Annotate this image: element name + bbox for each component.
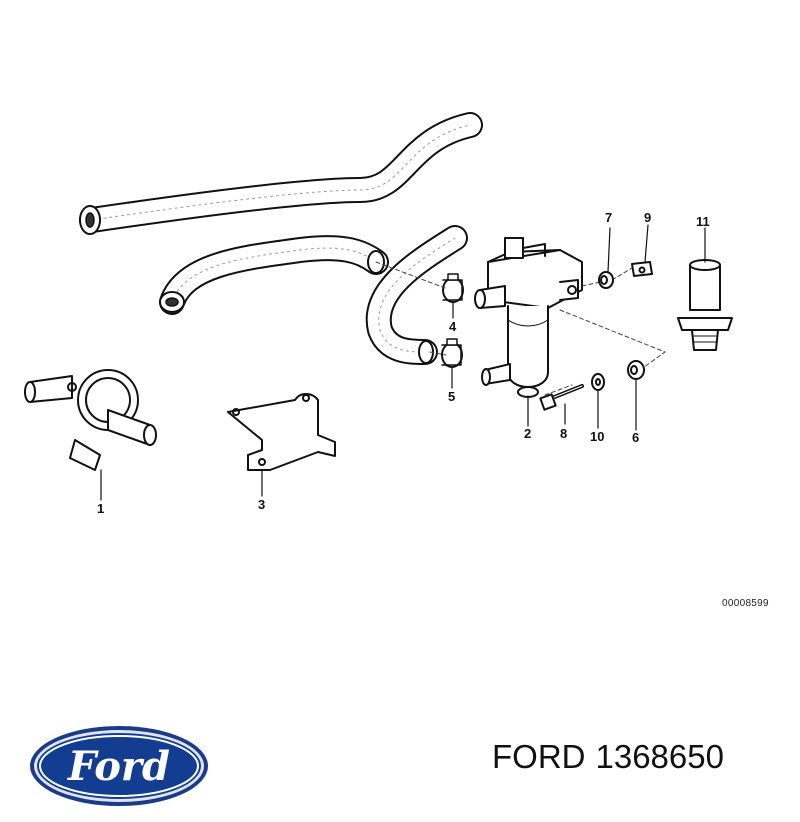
callout-6: 6 bbox=[632, 430, 639, 445]
lower-hose bbox=[365, 225, 468, 365]
clip-nut bbox=[631, 261, 653, 277]
callout-10: 10 bbox=[590, 429, 604, 444]
upper-hose bbox=[79, 112, 483, 235]
bolt bbox=[539, 384, 584, 411]
logo-wordmark: Ford bbox=[67, 743, 170, 790]
water-valve bbox=[24, 369, 157, 471]
callout-9: 9 bbox=[644, 210, 651, 225]
callout-2: 2 bbox=[524, 426, 531, 441]
hose-clamp-upper bbox=[442, 273, 464, 303]
callout-8: 8 bbox=[560, 426, 567, 441]
brand-name: FORD bbox=[492, 738, 586, 775]
callout-leaders bbox=[100, 224, 706, 501]
callout-4: 4 bbox=[449, 319, 457, 334]
parts-diagram: 1 2 3 4 5 6 7 8 9 10 11 bbox=[24, 112, 733, 516]
callout-numbers: 1 2 3 4 5 6 7 8 9 10 11 bbox=[97, 210, 710, 516]
callout-5: 5 bbox=[448, 389, 455, 404]
bushing bbox=[627, 360, 645, 380]
middle-hose bbox=[159, 235, 389, 315]
grommet bbox=[598, 271, 614, 289]
part-number: 1368650 bbox=[595, 738, 724, 775]
washer bbox=[591, 373, 605, 391]
callout-1: 1 bbox=[97, 501, 104, 516]
ford-logo: Ford bbox=[30, 726, 208, 806]
assembly-lines bbox=[375, 261, 666, 396]
drawing-code: 00008599 bbox=[722, 598, 769, 609]
auxiliary-valve bbox=[474, 237, 583, 398]
callout-11: 11 bbox=[696, 214, 710, 229]
hose-clamp-lower bbox=[441, 338, 463, 368]
callout-3: 3 bbox=[258, 497, 265, 512]
temperature-switch bbox=[677, 259, 733, 351]
mounting-bracket bbox=[227, 393, 336, 471]
callout-7: 7 bbox=[605, 210, 612, 225]
